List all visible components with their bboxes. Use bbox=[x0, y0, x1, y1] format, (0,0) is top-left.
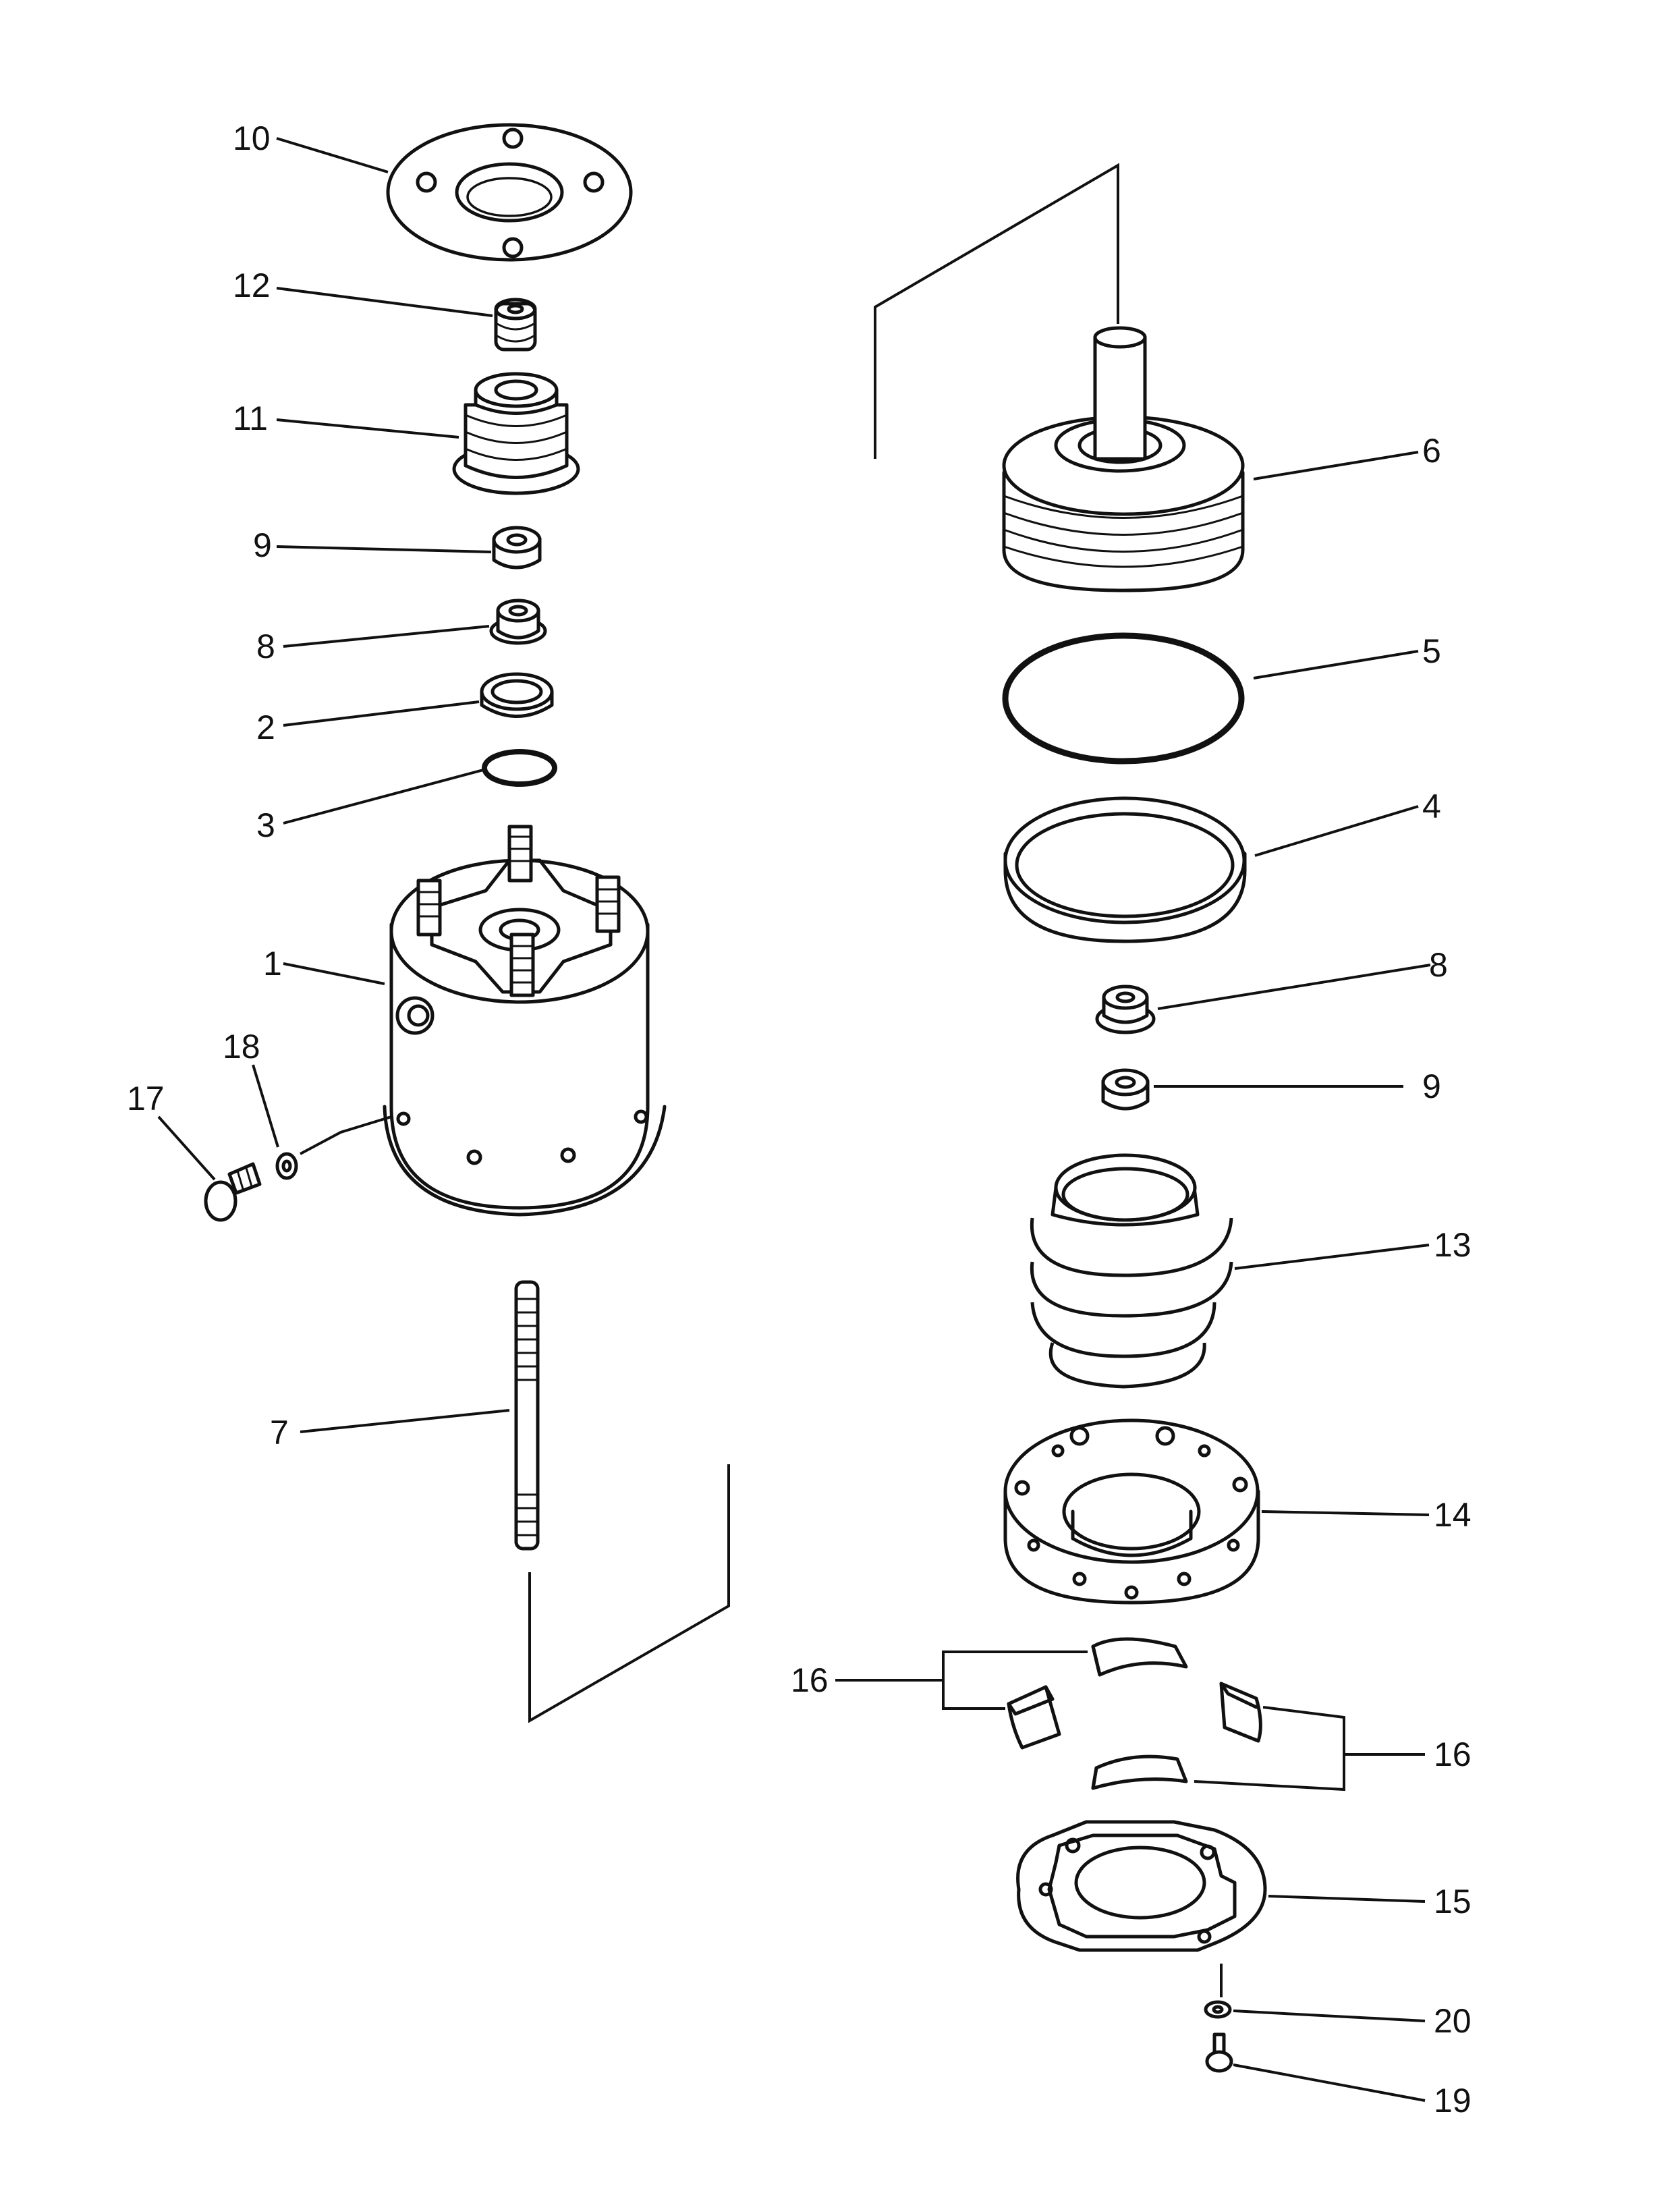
callout-16-right: 16 bbox=[1434, 1736, 1472, 1773]
callout-8-right: 8 bbox=[1429, 946, 1448, 984]
part-19-screw bbox=[1205, 2032, 1233, 2073]
callout-14: 14 bbox=[1434, 1496, 1472, 1534]
part-11-bellows-cap bbox=[452, 372, 580, 495]
assembly-line-left bbox=[528, 1464, 730, 1723]
callout-15: 15 bbox=[1434, 1883, 1472, 1920]
part-6-piston bbox=[1002, 326, 1245, 592]
part-4-backup-ring bbox=[1003, 796, 1247, 943]
callout-9-left: 9 bbox=[253, 526, 272, 564]
callout-6: 6 bbox=[1422, 432, 1441, 470]
part-9-nut-right bbox=[1101, 1068, 1150, 1111]
callout-16-left: 16 bbox=[791, 1661, 829, 1699]
part-7-threaded-rod bbox=[514, 1280, 540, 1551]
part-8-flange-nut-right bbox=[1095, 984, 1156, 1034]
part-3-o-ring bbox=[482, 749, 557, 787]
leader-lines bbox=[157, 137, 1431, 2102]
part-16-segment-bottom bbox=[1091, 1754, 1188, 1790]
callout-13: 13 bbox=[1434, 1226, 1472, 1264]
callout-20: 20 bbox=[1434, 2002, 1472, 2040]
callout-10: 10 bbox=[233, 119, 271, 157]
callout-3: 3 bbox=[256, 806, 275, 844]
part-18-washer bbox=[275, 1152, 298, 1180]
part-20-washer bbox=[1204, 2000, 1232, 2019]
part-15-base-plate bbox=[1016, 1820, 1267, 1952]
part-5-large-o-ring bbox=[1002, 632, 1245, 765]
callout-11: 11 bbox=[233, 399, 268, 437]
part-16-segment-right bbox=[1219, 1682, 1262, 1743]
callout-9-right: 9 bbox=[1422, 1067, 1441, 1105]
part-12-nut bbox=[494, 298, 537, 352]
callout-12: 12 bbox=[233, 267, 271, 304]
part-16-segment-top bbox=[1091, 1637, 1188, 1677]
part-14-retainer-ring bbox=[1003, 1418, 1260, 1605]
part-1-housing bbox=[383, 825, 667, 1217]
part-8-flange-nut-left bbox=[489, 599, 547, 645]
callout-8-left: 8 bbox=[256, 628, 275, 665]
callout-19: 19 bbox=[1434, 2082, 1472, 2119]
part-9-nut-left bbox=[492, 526, 542, 570]
part-17-bolt bbox=[204, 1162, 262, 1222]
callout-17: 17 bbox=[127, 1080, 165, 1117]
part-2-seal-ring bbox=[480, 672, 554, 718]
part-10-gasket-plate bbox=[386, 123, 633, 262]
part-16-segment-left bbox=[1007, 1685, 1061, 1750]
callout-18: 18 bbox=[223, 1028, 260, 1065]
part-13-bellows-boot bbox=[1030, 1153, 1233, 1389]
callout-7: 7 bbox=[270, 1414, 289, 1451]
callout-4: 4 bbox=[1422, 787, 1441, 825]
assembly-line-right bbox=[874, 163, 1119, 459]
callout-labels: 10 12 11 9 8 2 3 1 18 17 7 6 5 4 8 9 13 … bbox=[127, 119, 1472, 2119]
callout-5: 5 bbox=[1422, 632, 1441, 670]
callout-2: 2 bbox=[256, 709, 275, 746]
callout-1: 1 bbox=[263, 945, 282, 982]
